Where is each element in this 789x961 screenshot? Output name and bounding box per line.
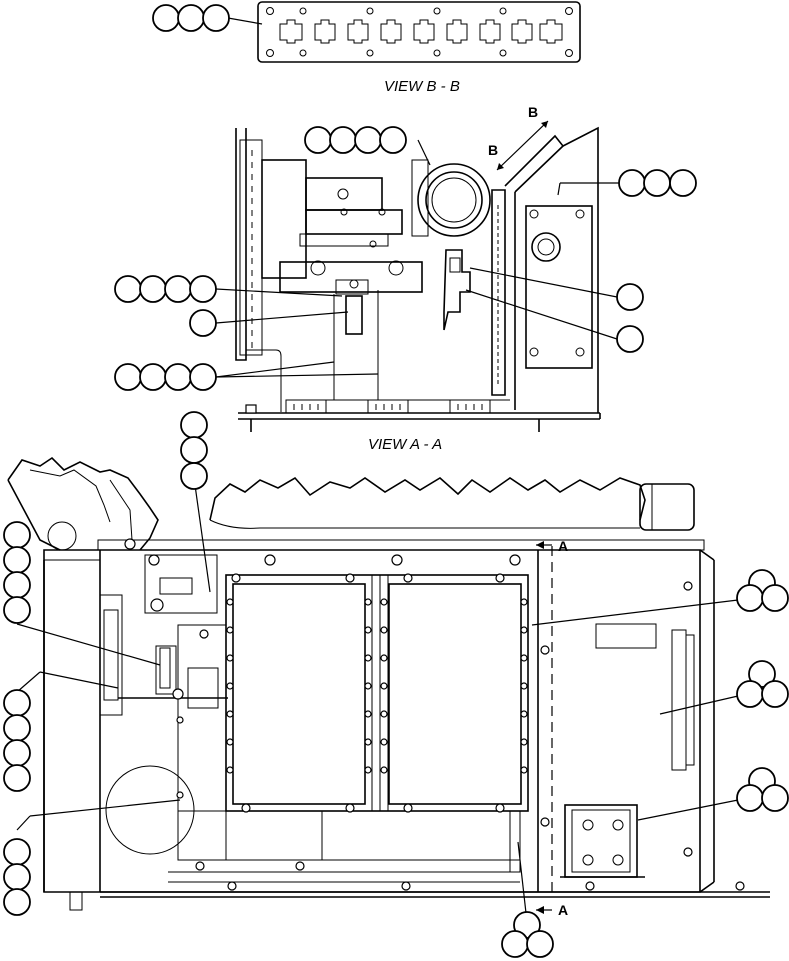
section-marker-a-top: A: [558, 538, 568, 554]
callout-balloon: [189, 309, 349, 337]
main-assembly-view: [7, 456, 770, 911]
section-arrow-a: [536, 541, 553, 914]
callout-balloon-group: [3, 799, 181, 916]
callout-balloon-group: [637, 767, 789, 821]
callout-balloon-group: [531, 569, 789, 626]
callout-balloon-group: [114, 361, 379, 391]
section-marker-a-bottom: A: [558, 902, 568, 918]
callout-balloon-group: [304, 126, 431, 166]
view-b-label: VIEW B - B: [384, 78, 460, 95]
section-arrow-b: [496, 120, 549, 171]
callout-balloon-group: [3, 521, 161, 666]
section-marker-b-top: B: [528, 104, 538, 120]
callout-balloon-group: [659, 660, 789, 715]
callout-balloon-group: [180, 411, 211, 593]
callout-balloon-group: [557, 169, 697, 197]
callout-balloon-group: [3, 671, 119, 792]
callout-balloon-group: [501, 841, 554, 958]
callout-balloon-group: [152, 4, 263, 32]
mounting-bolts: [124, 538, 745, 891]
view-a-assembly: [235, 126, 601, 432]
section-marker-b-lower: B: [488, 142, 498, 158]
callout-balloon-group: [114, 275, 343, 303]
callout-balloon: [465, 289, 644, 353]
view-b-connector-plate: [257, 1, 581, 63]
callout-balloon: [469, 267, 644, 311]
view-a-label: VIEW A - A: [368, 436, 442, 453]
